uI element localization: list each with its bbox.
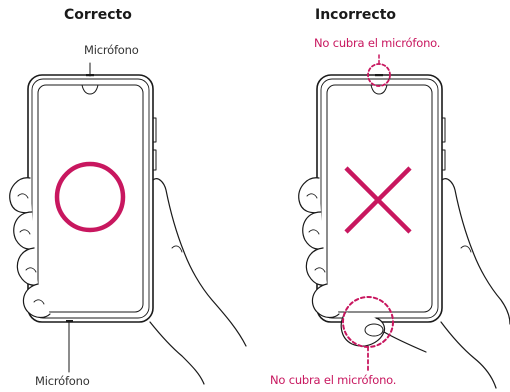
mic-top-label: Micrófono <box>84 43 139 57</box>
top-microphone <box>86 74 94 77</box>
bottom-microphone <box>66 320 73 323</box>
warning-bottom-label: No cubra el micrófono. <box>270 373 397 387</box>
correct-hand-palm <box>149 178 247 385</box>
cross-icon <box>344 166 412 234</box>
incorrect-heading: Incorrecto <box>315 7 397 23</box>
covering-finger <box>340 311 427 353</box>
circle-icon <box>54 161 126 233</box>
mic-bottom-label: Micrófono <box>35 374 90 388</box>
incorrect-hand-palm <box>440 178 510 389</box>
correct-phone <box>27 62 157 373</box>
warning-top-label: No cubra el micrófono. <box>314 36 441 50</box>
incorrect-hand-fingers <box>298 177 340 319</box>
correct-hand-fingers <box>9 177 51 319</box>
correct-heading: Correcto <box>64 7 132 23</box>
